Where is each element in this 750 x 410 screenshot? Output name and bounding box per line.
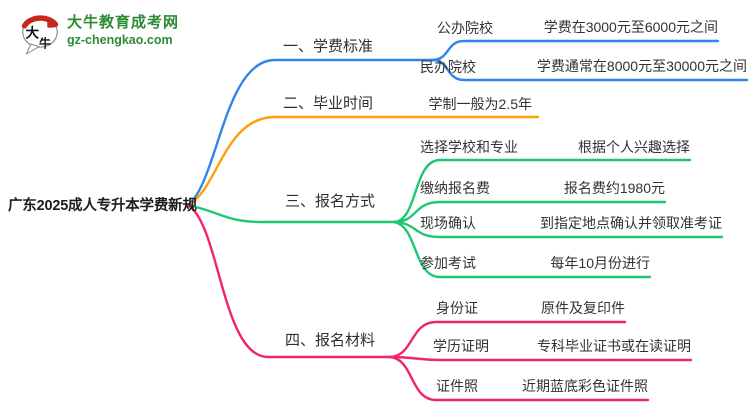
branch-tuition-label: 一、学费标准 [283, 38, 374, 55]
node-pay-registration-fee: 缴纳报名费 [420, 180, 490, 196]
node-education-proof: 学历证明 [433, 338, 489, 354]
leaf-registration-fee-amount: 报名费约1980元 [563, 180, 665, 196]
node-private-college: 民办院校 [420, 59, 476, 75]
node-take-exam: 参加考试 [420, 255, 476, 271]
node-id-card: 身份证 [436, 300, 478, 316]
brand-domain: gz-chengkao.com [67, 33, 173, 47]
branch-materials-row2-line [388, 355, 693, 362]
leaf-private-college-fee: 学费通常在8000元至30000元之间 [536, 58, 747, 74]
logo-char-niu: 牛 [39, 37, 51, 51]
leaf-public-college-fee: 学费在3000元至6000元之间 [543, 19, 718, 35]
leaf-photo-detail: 近期蓝底彩色证件照 [522, 378, 648, 394]
leaf-onsite-confirmation-detail: 到指定地点确认并领取准考证 [540, 215, 722, 231]
leaf-study-duration: 学制一般为2.5年 [428, 96, 532, 112]
logo-text-block: 大牛教育成考网 gz-chengkao.com [67, 13, 179, 48]
logo-char-da: 大 [25, 25, 39, 41]
node-public-college: 公办院校 [437, 20, 493, 36]
leaf-id-card-detail: 原件及复印件 [541, 300, 625, 316]
branch-tuition-main-line [186, 58, 434, 207]
brand-name: 大牛教育成考网 [67, 14, 180, 31]
daniu-bubble-logo-icon: 大 牛 [21, 15, 59, 55]
root-topic: 广东2025成人专升本学费新规 [8, 198, 197, 214]
leaf-choose-by-interest: 根据个人兴趣选择 [578, 139, 690, 155]
branch-materials-label: 四、报名材料 [285, 332, 376, 349]
node-photo: 证件照 [436, 378, 478, 394]
site-logo[interactable]: 大 牛 大牛教育成考网 gz-chengkao.com [20, 13, 179, 55]
node-choose-school-major: 选择学校和专业 [420, 139, 518, 155]
branch-graduation-label: 二、毕业时间 [283, 95, 374, 112]
node-onsite-confirmation: 现场确认 [420, 215, 476, 231]
branch-registration-label: 三、报名方式 [285, 193, 376, 210]
leaf-exam-time: 每年10月份进行 [550, 255, 650, 271]
leaf-education-proof-detail: 专科毕业证书或在读证明 [537, 338, 691, 354]
